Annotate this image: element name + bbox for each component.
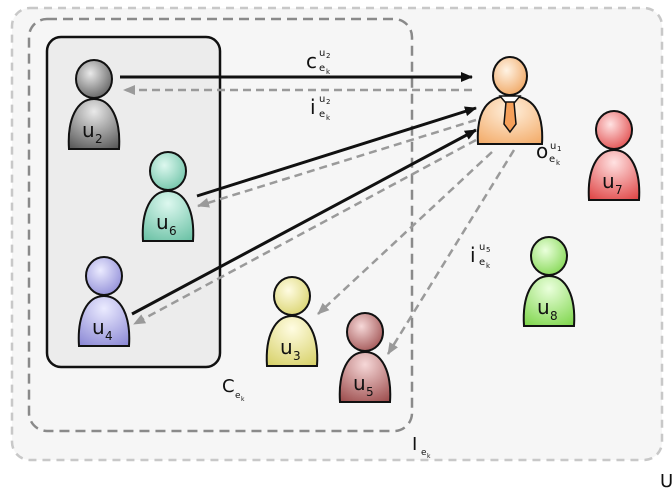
edge-label-c: c u 2 e k bbox=[306, 48, 331, 76]
user-label: u bbox=[156, 210, 169, 234]
user-label-sub: 4 bbox=[105, 329, 113, 343]
edge-label-c-sup: u bbox=[319, 48, 325, 59]
center-label: o e k u 1 bbox=[536, 139, 561, 167]
user-body bbox=[587, 148, 641, 201]
influence-label-sub: e bbox=[421, 448, 427, 458]
user-label: u bbox=[92, 315, 105, 339]
user-icon bbox=[141, 151, 195, 242]
center-label-main: o bbox=[536, 139, 548, 163]
user-head bbox=[85, 256, 123, 296]
businessman-icon bbox=[476, 56, 544, 145]
user-label: u bbox=[537, 295, 550, 319]
edge-label-c-sub: e bbox=[319, 63, 325, 74]
center-label-sup: u bbox=[550, 141, 556, 152]
edge-label-i5-subsub: k bbox=[486, 262, 491, 270]
user-icon bbox=[338, 312, 392, 403]
edge-label-c-subsub: k bbox=[326, 68, 331, 76]
edge-center-to-u5 bbox=[386, 149, 516, 355]
edge-label-i5-main: i bbox=[470, 243, 476, 267]
edge-label-i2: i u 2 e k bbox=[310, 94, 331, 122]
candidates-label-sub: e bbox=[235, 391, 241, 401]
user-body bbox=[67, 97, 121, 150]
influence-label: I e k bbox=[412, 434, 431, 460]
edge-u4-to-center bbox=[131, 128, 477, 316]
user-head bbox=[595, 110, 633, 150]
edge-label-i2-supsub: 2 bbox=[326, 98, 330, 106]
user-head bbox=[273, 276, 311, 316]
user-label-sub: 5 bbox=[366, 385, 374, 399]
edge-label-c-supsub: 2 bbox=[326, 52, 330, 60]
center-label-subsub: k bbox=[556, 159, 561, 167]
center-label-supsub: 1 bbox=[557, 145, 561, 153]
user-label-sub: 8 bbox=[550, 309, 558, 323]
edge-label-i5-supsub: 5 bbox=[486, 246, 490, 254]
candidates-region bbox=[45, 35, 222, 369]
user-icon bbox=[587, 110, 641, 201]
edge-label-i2-sub: e bbox=[319, 109, 325, 120]
user-icon bbox=[77, 256, 131, 347]
user-body bbox=[141, 189, 195, 242]
influence-label-subsub: k bbox=[427, 453, 431, 460]
universe-label-main: U bbox=[660, 471, 672, 490]
user-head bbox=[530, 236, 568, 276]
user-body bbox=[522, 274, 576, 327]
candidates-label-subsub: k bbox=[241, 396, 245, 403]
edge-label-i2-main: i bbox=[310, 95, 316, 119]
edge-center-to-u6 bbox=[197, 118, 477, 208]
user-icon bbox=[67, 59, 121, 150]
edge-label-i2-subsub: k bbox=[326, 114, 331, 122]
center-label-sub: e bbox=[549, 154, 555, 165]
edge-label-i5-sub: e bbox=[479, 257, 485, 268]
user-label: u bbox=[280, 335, 293, 359]
user-body bbox=[338, 350, 392, 403]
user-icon bbox=[265, 276, 319, 367]
edge-label-i2-sup: u bbox=[319, 94, 325, 105]
universe-label: U bbox=[660, 471, 672, 490]
candidates-label-main: C bbox=[222, 376, 235, 397]
user-label-sub: 3 bbox=[293, 349, 301, 363]
user-head bbox=[149, 151, 187, 191]
user-head bbox=[346, 312, 384, 352]
user-label: u bbox=[82, 118, 95, 142]
user-label: u bbox=[353, 371, 366, 395]
center-node bbox=[476, 56, 544, 145]
edges bbox=[120, 72, 516, 355]
edge-u6-to-center bbox=[196, 106, 477, 198]
user-label: u bbox=[602, 169, 615, 193]
user-label-sub: 2 bbox=[95, 132, 103, 146]
user-label-sub: 7 bbox=[615, 183, 623, 197]
user-head bbox=[75, 59, 113, 99]
edge-label-i5-sup: u bbox=[479, 242, 485, 253]
edge-center-to-u3 bbox=[317, 151, 493, 315]
user-label-sub: 6 bbox=[169, 224, 177, 238]
edge-label-c-main: c bbox=[306, 49, 317, 73]
user-body bbox=[77, 294, 131, 347]
influence-label-main: I bbox=[412, 434, 417, 455]
candidates-label: C e k bbox=[222, 376, 245, 403]
user-body bbox=[265, 314, 319, 367]
edge-label-i5: i u 5 e k bbox=[470, 242, 491, 270]
user-icon bbox=[522, 236, 576, 327]
